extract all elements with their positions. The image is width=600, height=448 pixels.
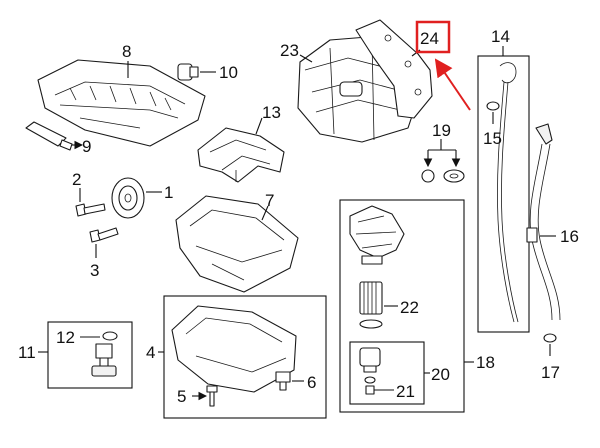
part-17-washer <box>543 333 557 356</box>
box-20-filter-cap <box>349 341 430 405</box>
callout-18: 18 <box>476 353 495 372</box>
part-15-o-ring <box>486 101 500 124</box>
callout-8: 8 <box>122 42 131 61</box>
callout-14: 14 <box>491 27 510 46</box>
callout-2: 2 <box>72 170 81 189</box>
callout-15: 15 <box>483 129 502 148</box>
part-14-dipstick <box>477 46 530 333</box>
callout-3: 3 <box>90 261 99 280</box>
callout-9: 9 <box>82 137 91 156</box>
callout-1: 1 <box>164 183 173 202</box>
part-19-seals <box>421 139 465 183</box>
callout-21: 21 <box>396 382 415 401</box>
part-22-filter-element <box>359 281 398 329</box>
callout-24-highlight-box <box>415 20 451 54</box>
callout-5: 5 <box>177 387 186 406</box>
callout-6: 6 <box>307 373 316 392</box>
part-10-plug <box>177 63 216 81</box>
callout-19: 19 <box>432 121 451 140</box>
part-7-oil-pan <box>175 195 299 293</box>
box-4-lower-oil-pan <box>158 295 327 419</box>
callout-20: 20 <box>431 365 450 384</box>
part-9-sealant-tube <box>25 121 84 151</box>
highlight-arrow <box>434 58 471 111</box>
callout-12: 12 <box>56 328 75 347</box>
callout-23: 23 <box>280 41 299 60</box>
callout-7: 7 <box>265 191 274 210</box>
part-2-bolt <box>75 188 106 217</box>
part-16-dipstick-tube <box>526 123 561 321</box>
callout-13: 13 <box>262 103 281 122</box>
callout-4: 4 <box>146 343 155 362</box>
box-18-oil-filter-assembly <box>339 199 474 413</box>
part-3-bolt <box>89 227 119 258</box>
part-13-baffle <box>197 117 285 183</box>
callout-24: 24 <box>420 29 439 48</box>
callout-17: 17 <box>541 363 560 382</box>
box-11-oil-level-sensor <box>38 321 133 389</box>
callout-11: 11 <box>18 343 36 362</box>
callout-16: 16 <box>560 227 579 246</box>
part-8-windage-tray <box>37 59 206 147</box>
part-5-drain-bolt <box>192 385 218 407</box>
callout-10: 10 <box>219 63 238 82</box>
callout-22: 22 <box>400 298 419 317</box>
part-6-stud <box>275 371 304 391</box>
part-1-pulley <box>111 177 162 219</box>
